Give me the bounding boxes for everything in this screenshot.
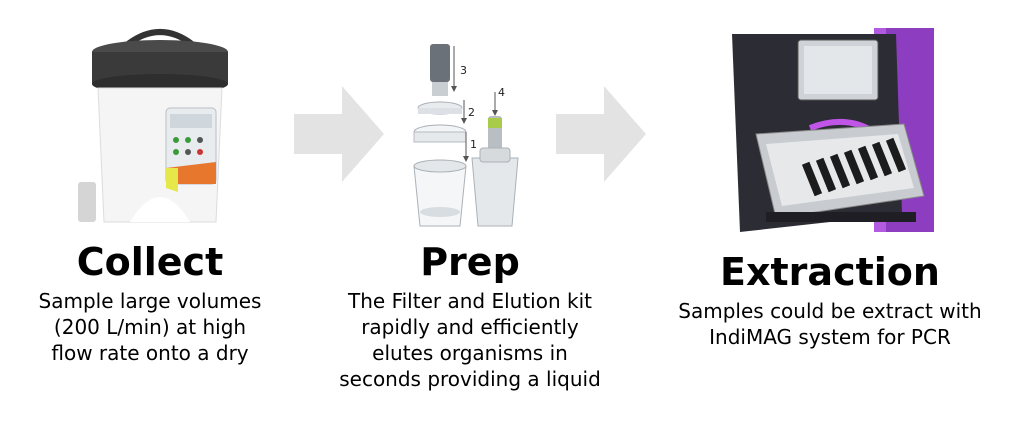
description-line: flow rate onto a dry <box>51 341 249 365</box>
step-prep: Prep The Filter and Elution kit rapidly … <box>310 240 630 392</box>
right-arrow-icon <box>556 86 646 182</box>
step-description: The Filter and Elution kit rapidly and e… <box>310 288 630 392</box>
step-title: Extraction <box>720 250 940 294</box>
step-title: Prep <box>420 240 520 284</box>
description-line: rapidly and efficiently <box>361 315 579 339</box>
right-arrow-icon <box>294 86 384 182</box>
description-line: IndiMAG system for PCR <box>709 325 951 349</box>
description-line: Sample large volumes <box>38 289 262 313</box>
step-collect: Collect Sample large volumes (200 L/min)… <box>0 240 300 366</box>
filter-elution-kit-illustration: 3 2 1 4 <box>413 44 519 227</box>
step-description: Sample large volumes (200 L/min) at high… <box>0 288 300 366</box>
air-sampler-illustration <box>78 29 228 223</box>
description-line: (200 L/min) at high <box>53 315 247 339</box>
description-line: elutes organisms in <box>372 341 568 365</box>
step-title: Collect <box>76 240 224 284</box>
step-number-label: 2 <box>468 106 475 119</box>
step-extraction: Extraction Samples could be extract with… <box>640 250 1020 350</box>
step-number-label: 3 <box>460 64 467 77</box>
description-line: Samples could be extract with <box>678 299 982 323</box>
description-line: seconds providing a liquid <box>339 367 601 391</box>
step-number-label: 1 <box>470 138 477 151</box>
extraction-instrument-illustration <box>732 28 934 232</box>
step-number-label: 4 <box>498 86 505 99</box>
description-line: The Filter and Elution kit <box>348 289 592 313</box>
step-description: Samples could be extract with IndiMAG sy… <box>640 298 1020 350</box>
